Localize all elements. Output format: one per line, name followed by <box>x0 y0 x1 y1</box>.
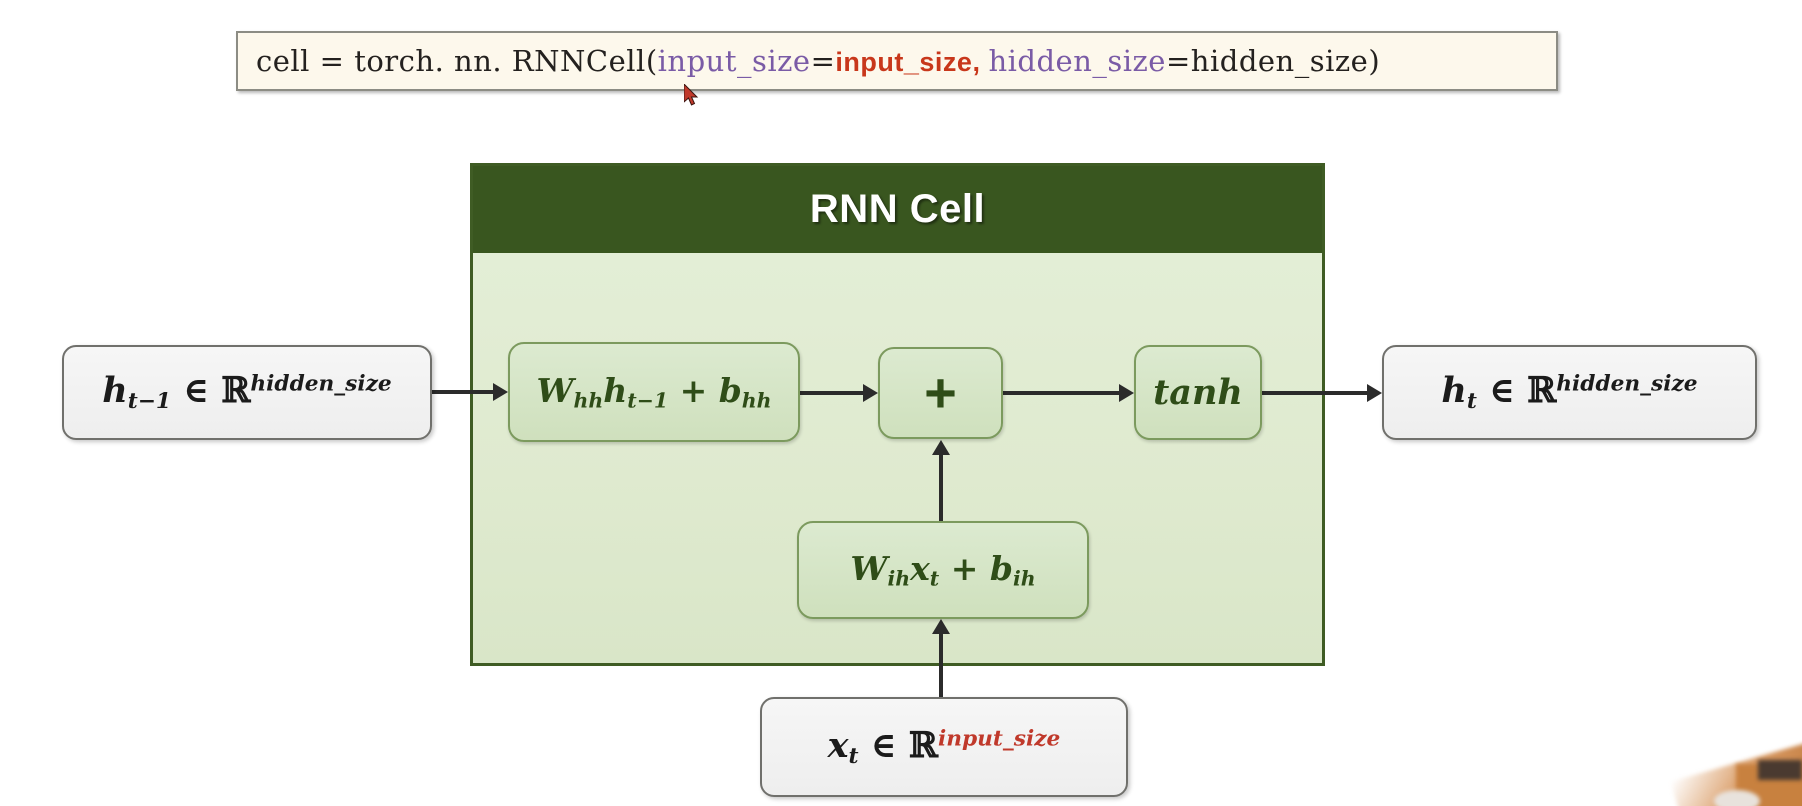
wih-weight: W <box>850 549 888 589</box>
h-prev-symbol: h <box>102 370 128 412</box>
whh-weight-subscript: hh <box>573 388 604 413</box>
code-snippet-text: cell = torch. nn. RNNCell(input_size=inp… <box>256 44 1380 78</box>
h-next-set-icon: ℝ <box>1527 370 1557 412</box>
code-comma: , <box>972 47 989 77</box>
code-equals-2: = <box>1165 44 1191 78</box>
whh-state-subscript: t−1 <box>627 388 669 413</box>
arrow-head-plus-to-tanh <box>1119 384 1134 402</box>
code-param-input-size: input_size <box>657 44 811 78</box>
h-prev-superscript: hidden_size <box>250 372 392 398</box>
arrow-head-wih-to-plus <box>932 440 950 455</box>
code-close-paren: ) <box>1368 44 1381 78</box>
xt-relation: ∈ <box>870 724 897 766</box>
h-next-subscript: t <box>1466 389 1477 415</box>
rnn-cell-header: RNN Cell <box>473 166 1322 253</box>
h-prev-subscript: t−1 <box>127 389 172 415</box>
activation-box: tanh <box>1134 345 1262 440</box>
code-open-paren: ( <box>645 44 658 78</box>
code-snippet-bar: cell = torch. nn. RNNCell(input_size=inp… <box>236 31 1558 91</box>
mouse-cursor-icon <box>683 82 702 108</box>
whh-state: h <box>603 371 628 411</box>
adder-box: + <box>878 347 1003 439</box>
arrow-line-plus-to-tanh <box>1003 391 1119 395</box>
code-value-input-size: input_size <box>835 47 973 77</box>
whh-weight: W <box>536 371 574 411</box>
input-transform-box: Wihxt + bih <box>797 521 1089 619</box>
wih-state-subscript: t <box>929 566 940 591</box>
arrow-head-xt-to-wih <box>932 619 950 634</box>
arrow-head-whh-to-plus <box>863 384 878 402</box>
xt-superscript: input_size <box>937 726 1061 752</box>
webcam-shape-c <box>1758 760 1802 780</box>
plus-icon: + <box>924 361 957 424</box>
webcam-overlay-artifact <box>1662 734 1802 806</box>
whh-operator: + <box>679 371 708 411</box>
xt-symbol: x <box>827 724 849 766</box>
whh-bias: b <box>718 371 742 411</box>
arrow-line-hprev-to-whh <box>432 390 493 394</box>
input-vector-label: xt ∈ ℝinput_size <box>828 725 1061 769</box>
arrow-line-tanh-to-hnext <box>1262 391 1367 395</box>
h-next-symbol: h <box>1441 370 1467 412</box>
arrow-line-xt-to-wih <box>939 634 943 699</box>
arrow-line-whh-to-plus <box>800 391 863 395</box>
input-hidden-state-box: ht−1 ∈ ℝhidden_size <box>62 345 432 440</box>
arrow-head-hprev-to-whh <box>493 383 508 401</box>
code-value-hidden-size: hidden_size <box>1190 44 1369 78</box>
h-next-superscript: hidden_size <box>1556 372 1698 398</box>
h-prev-set-icon: ℝ <box>221 370 251 412</box>
input-vector-box: xt ∈ ℝinput_size <box>760 697 1128 797</box>
wih-state: x <box>910 549 930 589</box>
wih-bias: b <box>989 549 1013 589</box>
wih-weight-subscript: ih <box>887 566 911 591</box>
h-next-relation: ∈ <box>1489 370 1515 412</box>
hidden-transform-box: Whhht−1 + bhh <box>508 342 800 442</box>
code-equals-1: = <box>810 44 836 78</box>
rnn-cell-title: RNN Cell <box>809 187 986 231</box>
hidden-transform-label: Whhht−1 + bhh <box>536 371 771 413</box>
wih-bias-subscript: ih <box>1012 566 1036 591</box>
wih-operator: + <box>950 549 979 589</box>
code-param-hidden-size: hidden_size <box>988 44 1166 78</box>
code-prefix: cell = torch. nn. RNNCell <box>256 44 646 78</box>
xt-set-icon: ℝ <box>908 724 938 766</box>
input-hidden-state-label: ht−1 ∈ ℝhidden_size <box>102 370 391 414</box>
output-hidden-state-label: ht ∈ ℝhidden_size <box>1441 370 1697 414</box>
arrow-head-tanh-to-hnext <box>1367 384 1382 402</box>
input-transform-label: Wihxt + bih <box>850 549 1035 591</box>
whh-bias-subscript: hh <box>741 388 772 413</box>
activation-label: tanh <box>1153 372 1243 413</box>
arrow-line-wih-to-plus <box>939 455 943 523</box>
h-prev-relation: ∈ <box>183 370 210 412</box>
xt-subscript: t <box>848 744 859 770</box>
webcam-shape-d <box>1714 790 1760 806</box>
output-hidden-state-box: ht ∈ ℝhidden_size <box>1382 345 1757 440</box>
